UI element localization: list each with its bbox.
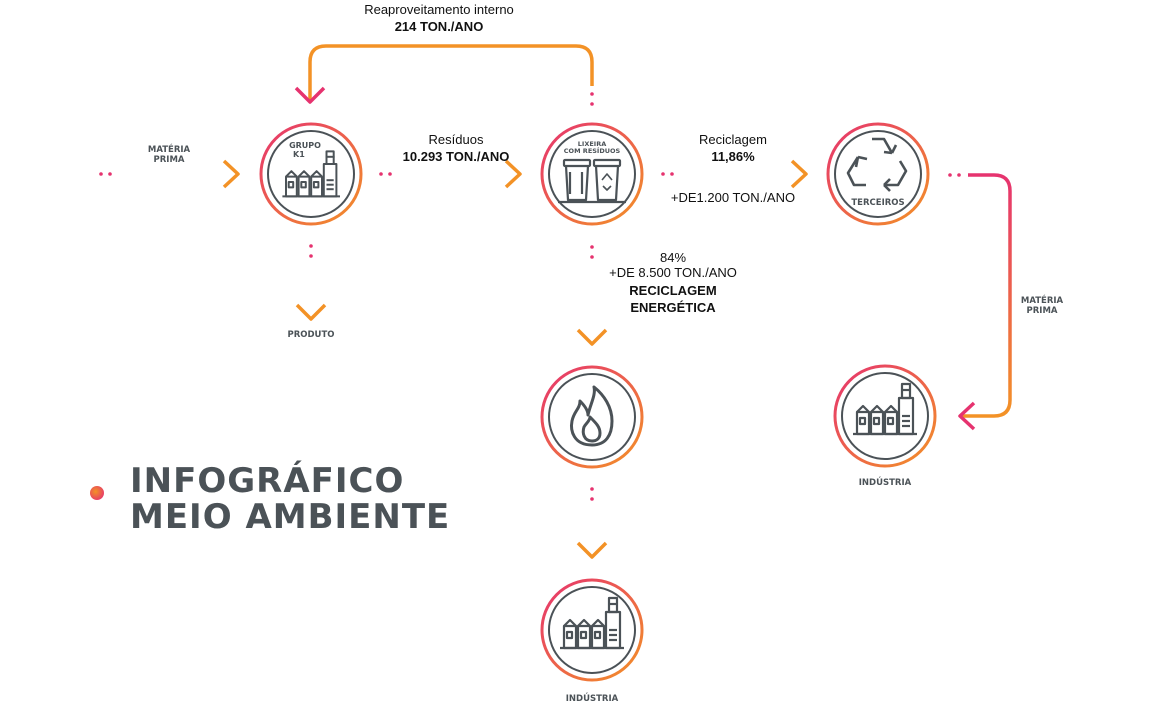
reciclagem-line2: 11,86% xyxy=(711,149,755,164)
trash-bins-icon xyxy=(558,158,626,204)
terceiros-label: TERCEIROS xyxy=(851,198,904,208)
produto-label: PRODUTO xyxy=(288,330,335,340)
flow-materia-prima-in xyxy=(99,159,240,189)
node-terceiros: TERCEIROS xyxy=(826,122,930,226)
flow-reciclagem xyxy=(661,159,808,189)
title-line1: INFOGRÁFICO xyxy=(130,460,404,501)
materia-prima-in-line1: MATÉRIA xyxy=(148,143,191,155)
node-industria-right xyxy=(833,364,937,468)
flow-materia-prima-out xyxy=(948,173,1012,431)
grupo-label-line1: GRUPO xyxy=(289,141,321,150)
materia-prima-out-line2: PRIMA xyxy=(1027,306,1058,316)
flow-energetica xyxy=(576,245,608,346)
industria-bottom-label: INDÚSTRIA xyxy=(566,692,619,704)
reaproveitamento-line2: 214 TON./ANO xyxy=(395,19,484,34)
flow-residuos xyxy=(379,159,522,189)
materia-prima-out-line1: MATÉRIA xyxy=(1021,294,1064,306)
reciclagem-line3: +DE1.200 TON./ANO xyxy=(671,190,795,205)
residuos-line1: Resíduos xyxy=(429,132,484,147)
reaproveitamento-line1: Reaproveitamento interno xyxy=(364,2,514,17)
lixeira-label-line2: COM RESÍDUOS xyxy=(564,146,621,155)
flow-produto xyxy=(295,244,327,321)
energetica-line3: RECICLAGEM xyxy=(629,283,716,298)
flow-fire-to-industria xyxy=(576,487,608,559)
fire-icon xyxy=(570,385,614,447)
energetica-line2: +DE 8.500 TON./ANO xyxy=(609,265,737,280)
node-lixeira: LIXEIRA COM RESÍDUOS xyxy=(540,122,644,226)
lixeira-label-line1: LIXEIRA xyxy=(578,140,606,148)
node-grupo-k1: GRUPO K1 xyxy=(259,122,363,226)
energetica-line1: 84% xyxy=(660,250,686,265)
grupo-label-line2: K1 xyxy=(293,150,305,159)
industria-right-label: INDÚSTRIA xyxy=(859,476,912,488)
title-line2: MEIO AMBIENTE xyxy=(130,497,450,537)
node-fire xyxy=(540,365,644,469)
title-dot xyxy=(90,486,104,500)
energetica-line4: ENERGÉTICA xyxy=(630,300,716,315)
reciclagem-line1: Reciclagem xyxy=(699,132,767,147)
flow-reaproveitamento xyxy=(294,44,594,106)
node-industria-bottom xyxy=(540,578,644,682)
materia-prima-in-line2: PRIMA xyxy=(154,155,185,165)
recycle-icon xyxy=(846,137,908,192)
residuos-line2: 10.293 TON./ANO xyxy=(403,149,510,164)
